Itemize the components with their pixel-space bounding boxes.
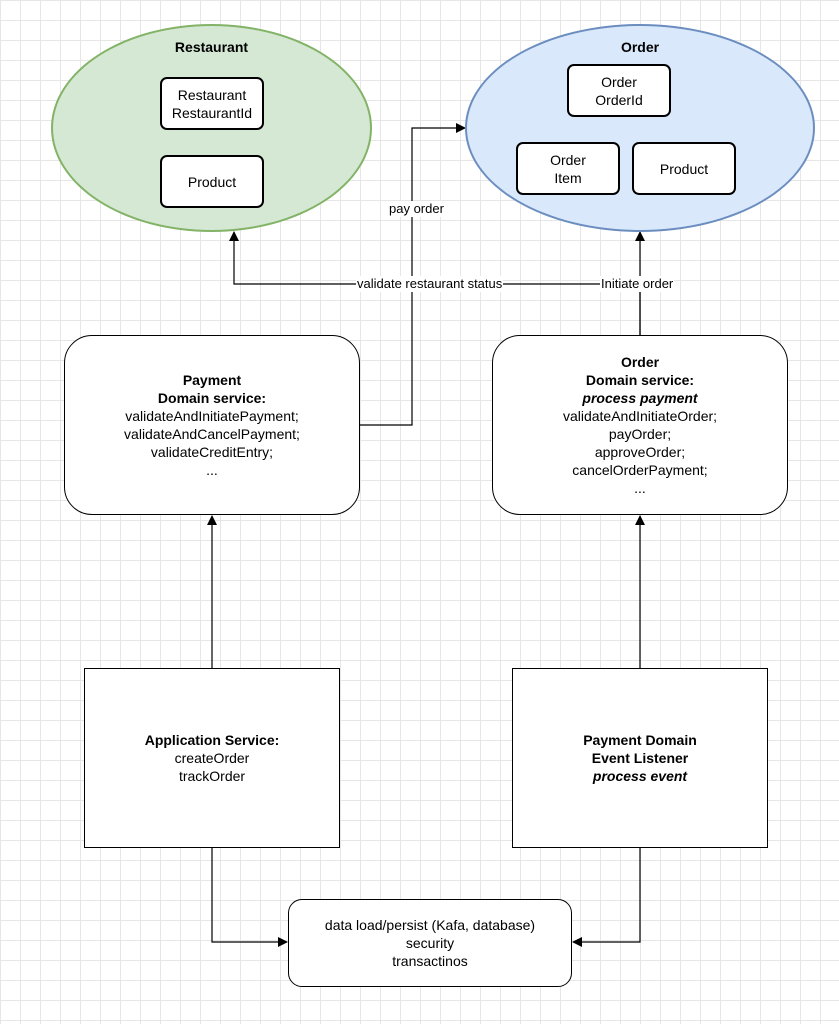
edge-label-initiate-order: Initiate order xyxy=(600,276,675,292)
restaurant-entity-line2: RestaurantId xyxy=(171,104,253,121)
order-entity-line1: Order xyxy=(601,73,637,90)
payment-method: validateAndCancelPayment; xyxy=(124,426,300,442)
data-box-line: security xyxy=(405,935,455,951)
payment-service-line2: Domain service: xyxy=(157,390,267,406)
payment-method: ... xyxy=(206,462,218,478)
order-product-label: Product xyxy=(659,160,709,177)
order-title: Order xyxy=(620,39,660,55)
order-item-line2: Item xyxy=(554,169,582,186)
order-service-line2: Domain service: xyxy=(585,372,695,388)
application-method: trackOrder xyxy=(178,768,246,784)
edge-label-validate-restaurant-status: validate restaurant status xyxy=(356,276,504,292)
payment-method: validateAndInitiatePayment; xyxy=(125,408,299,424)
application-service[interactable]: Application Service: createOrder trackOr… xyxy=(84,668,340,848)
payment-method: validateCreditEntry; xyxy=(150,444,274,460)
order-method: approveOrder; xyxy=(594,444,686,460)
order-method: ... xyxy=(634,480,646,496)
event-listener-line2: Event Listener xyxy=(591,750,689,766)
order-service-line1: Order xyxy=(620,354,660,370)
edge-listener-to-data xyxy=(572,848,641,947)
order-service-line3: process payment xyxy=(582,390,698,406)
order-method: payOrder; xyxy=(608,426,672,442)
order-item-line1: Order xyxy=(550,151,586,168)
edge-app-to-data xyxy=(211,848,288,947)
order-product-entity[interactable]: Product xyxy=(632,142,736,195)
order-item-entity[interactable]: Order Item xyxy=(516,142,620,195)
restaurant-product-label: Product xyxy=(187,173,237,190)
payment-domain-event-listener[interactable]: Payment Domain Event Listener process ev… xyxy=(512,668,768,848)
order-method: cancelOrderPayment; xyxy=(572,462,708,478)
order-entity-line2: OrderId xyxy=(595,91,643,108)
data-box-line: transactinos xyxy=(392,953,468,969)
order-aggregate[interactable]: Order xyxy=(465,24,815,232)
data-infrastructure-box[interactable]: data load/persist (Kafa, database) secur… xyxy=(288,899,572,987)
data-box-line: data load/persist (Kafa, database) xyxy=(324,917,536,933)
edge-label-pay-order: pay order xyxy=(388,201,445,217)
restaurant-entity-line1: Restaurant xyxy=(177,86,247,103)
restaurant-product-entity[interactable]: Product xyxy=(160,155,264,208)
order-domain-service[interactable]: Order Domain service: process payment va… xyxy=(492,335,788,515)
order-method: validateAndInitiateOrder; xyxy=(562,408,718,424)
restaurant-entity[interactable]: Restaurant RestaurantId xyxy=(160,77,264,130)
application-service-title: Application Service: xyxy=(144,732,280,748)
order-entity[interactable]: Order OrderId xyxy=(567,64,671,117)
event-listener-line1: Payment Domain xyxy=(583,732,697,748)
application-method: createOrder xyxy=(174,750,250,766)
event-listener-line3: process event xyxy=(592,768,688,784)
payment-service-line1: Payment xyxy=(182,372,242,388)
restaurant-title: Restaurant xyxy=(174,39,249,55)
payment-domain-service[interactable]: Payment Domain service: validateAndIniti… xyxy=(64,335,360,515)
